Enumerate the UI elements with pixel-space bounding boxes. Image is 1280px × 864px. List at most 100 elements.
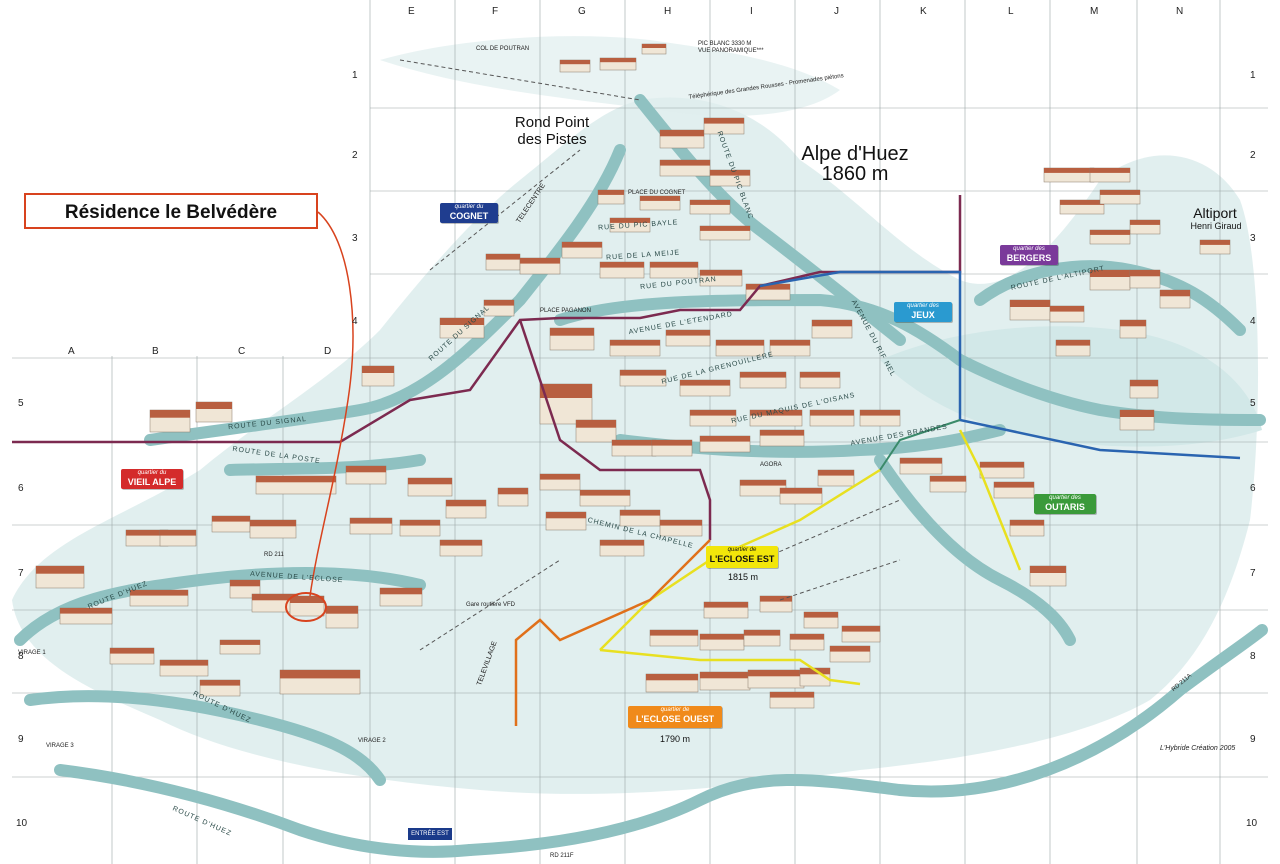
boundary-vieil-alpe <box>12 195 962 444</box>
col-label-c: C <box>238 346 246 357</box>
quarter-name: BERGERS <box>1006 253 1052 263</box>
building-roof <box>1160 290 1190 297</box>
building-roof <box>1044 168 1094 173</box>
building-roof <box>580 490 630 496</box>
building-roof <box>212 516 250 522</box>
quarter-badge-vieil-alpe: quartier du VIEIL ALPE <box>121 469 183 489</box>
building-roof <box>994 482 1034 488</box>
building-roof <box>252 594 298 601</box>
building-roof <box>600 540 644 546</box>
building-roof <box>230 580 260 587</box>
quarter-boundaries <box>12 195 1241 726</box>
building-roof <box>770 340 810 346</box>
building-roof <box>1030 566 1066 573</box>
building-roof <box>520 258 560 264</box>
building-roof <box>600 58 636 63</box>
row-label-4-inner: 4 <box>352 316 358 327</box>
building-roof <box>790 634 824 640</box>
building-roof <box>160 660 208 666</box>
building-roof <box>600 262 644 268</box>
buildings <box>35 43 1231 709</box>
building-roof <box>860 410 900 416</box>
road-segment <box>54 764 476 858</box>
building-roof <box>1130 380 1158 387</box>
building-roof <box>540 474 580 480</box>
building-roof <box>700 672 750 679</box>
building-roof <box>1010 520 1044 526</box>
row-label-1-inner: 1 <box>352 70 358 81</box>
quarter-prefix: quartier du <box>454 204 484 210</box>
quarter-prefix: quartier des <box>1013 246 1045 252</box>
boundary-jeux <box>759 270 1241 460</box>
entree-est-sign: ENTRÉE EST <box>408 828 452 840</box>
lift-line <box>399 59 641 101</box>
quarter-badge-jeux: quartier des JEUX <box>894 302 952 322</box>
building-roof <box>408 478 452 485</box>
col-label-k: K <box>920 6 927 17</box>
callout-leader-line <box>309 211 354 597</box>
row-label-8: 8 <box>1250 651 1256 662</box>
building-roof <box>346 466 386 473</box>
label-agora: AGORA <box>760 462 782 468</box>
rond-point-line1: Rond Point <box>514 114 590 131</box>
building-roof <box>256 476 336 483</box>
building-roof <box>666 330 710 336</box>
building-roof <box>440 318 484 325</box>
building-roof <box>150 410 190 418</box>
quarter-badge-cognet: quartier du COGNET <box>440 203 498 223</box>
building-roof <box>842 626 880 632</box>
building-roof <box>130 590 188 596</box>
building-roof <box>110 648 154 654</box>
quarter-prefix: quartier de <box>660 707 690 713</box>
building-roof <box>560 60 590 65</box>
road-segment <box>24 690 386 786</box>
quarter-name: VIEIL ALPE <box>127 477 177 487</box>
building-roof <box>196 402 232 409</box>
rond-point-line2: des Pistes <box>517 131 587 148</box>
row-label-9: 9 <box>1250 734 1256 745</box>
quarter-name: COGNET <box>449 211 489 221</box>
building-roof <box>660 130 704 137</box>
road-segment <box>954 354 1266 426</box>
building-roof <box>290 596 324 603</box>
row-label-left-10: 10 <box>16 818 28 829</box>
building-roof <box>700 270 742 276</box>
quarter-prefix: quartier des <box>1049 495 1081 501</box>
building-roof <box>562 242 602 248</box>
building-roof <box>680 380 730 386</box>
building-roof <box>650 262 698 268</box>
label-credit: L'Hybride Création 2005 <box>1160 745 1236 752</box>
label-place-paganon: PLACE PAGANON <box>540 308 591 314</box>
boundary-cognet <box>518 319 712 540</box>
boundary-eclose-ouest <box>514 539 711 726</box>
building-roof <box>610 340 660 346</box>
building-roof <box>620 510 660 516</box>
building-roof <box>760 596 792 602</box>
quarter-name: L'ECLOSE OUEST <box>635 714 715 724</box>
road-segment <box>464 624 1268 856</box>
label-place-cognet: PLACE DU COGNET <box>628 190 686 196</box>
col-label-i: I <box>750 6 753 17</box>
building-roof <box>980 462 1024 468</box>
col-label-f: F <box>492 6 499 17</box>
building-roof <box>660 520 702 526</box>
building-roof <box>1090 270 1130 277</box>
road-segment <box>874 454 1076 646</box>
building-roof <box>710 170 750 176</box>
row-label-10: 10 <box>1246 818 1258 829</box>
row-label-3-inner: 3 <box>352 233 358 244</box>
building-roof <box>362 366 394 373</box>
row-label-3: 3 <box>1250 233 1256 244</box>
row-label-2: 2 <box>1250 150 1256 161</box>
building-roof <box>830 646 870 652</box>
ski-lifts <box>399 59 901 651</box>
quarter-name: JEUX <box>911 310 935 320</box>
building-roof <box>1130 220 1160 225</box>
building-roof <box>250 520 296 527</box>
building-roof <box>200 680 240 686</box>
altitude-eclose-est: 1815 m <box>728 572 759 582</box>
building-roof <box>690 200 730 205</box>
callout-circle <box>285 592 327 622</box>
building-roof <box>690 410 736 416</box>
